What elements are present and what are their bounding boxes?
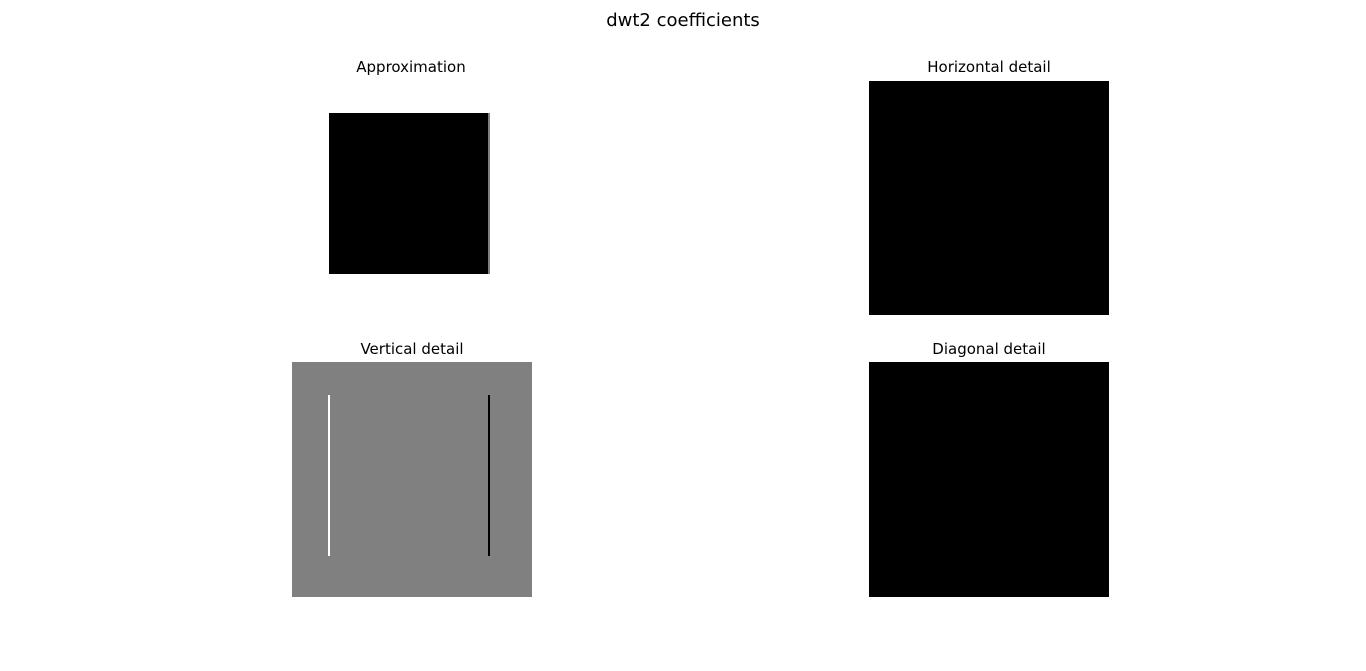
figure-title: dwt2 coefficients [606, 10, 760, 31]
horizontal-detail-image [869, 81, 1109, 315]
approximation-vertical-edge-0 [488, 113, 490, 274]
vertical-detail-title: Vertical detail [360, 340, 464, 358]
vertical-vertical-line-1 [488, 395, 490, 556]
approximation-image [329, 113, 490, 274]
vertical-detail-image [292, 362, 532, 597]
horizontal-detail-title: Horizontal detail [927, 58, 1051, 76]
diagonal-detail-image [869, 362, 1109, 597]
vertical-vertical-line-0 [328, 395, 330, 556]
diagonal-detail-title: Diagonal detail [932, 340, 1046, 358]
approximation-title: Approximation [356, 58, 466, 76]
